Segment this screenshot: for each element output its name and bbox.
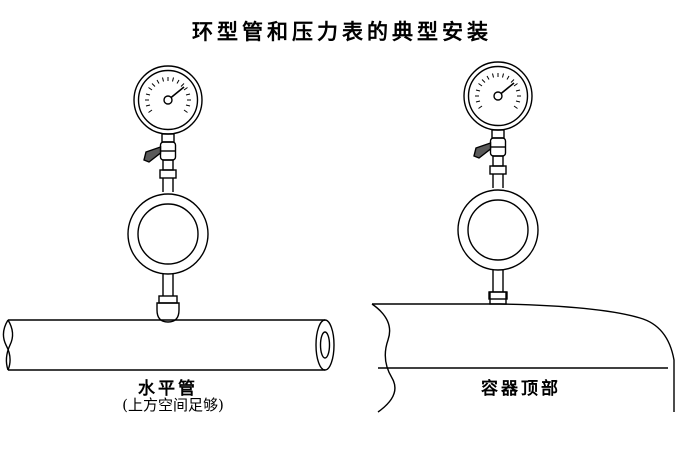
page-title: 环型管和压力表的典型安装 (192, 20, 492, 44)
vessel-top (371, 303, 675, 413)
pipe-saddle (156, 302, 180, 323)
horizontal-pipe (2, 319, 335, 371)
right-caption-label: 容器顶部 (481, 379, 561, 399)
left-gauge-assembly (127, 65, 209, 304)
vessel-nozzle (489, 291, 507, 305)
left-caption-label: 水平管 (138, 379, 198, 399)
right-gauge-assembly (457, 61, 539, 300)
left-caption-note: (上方空间足够) (122, 396, 224, 414)
